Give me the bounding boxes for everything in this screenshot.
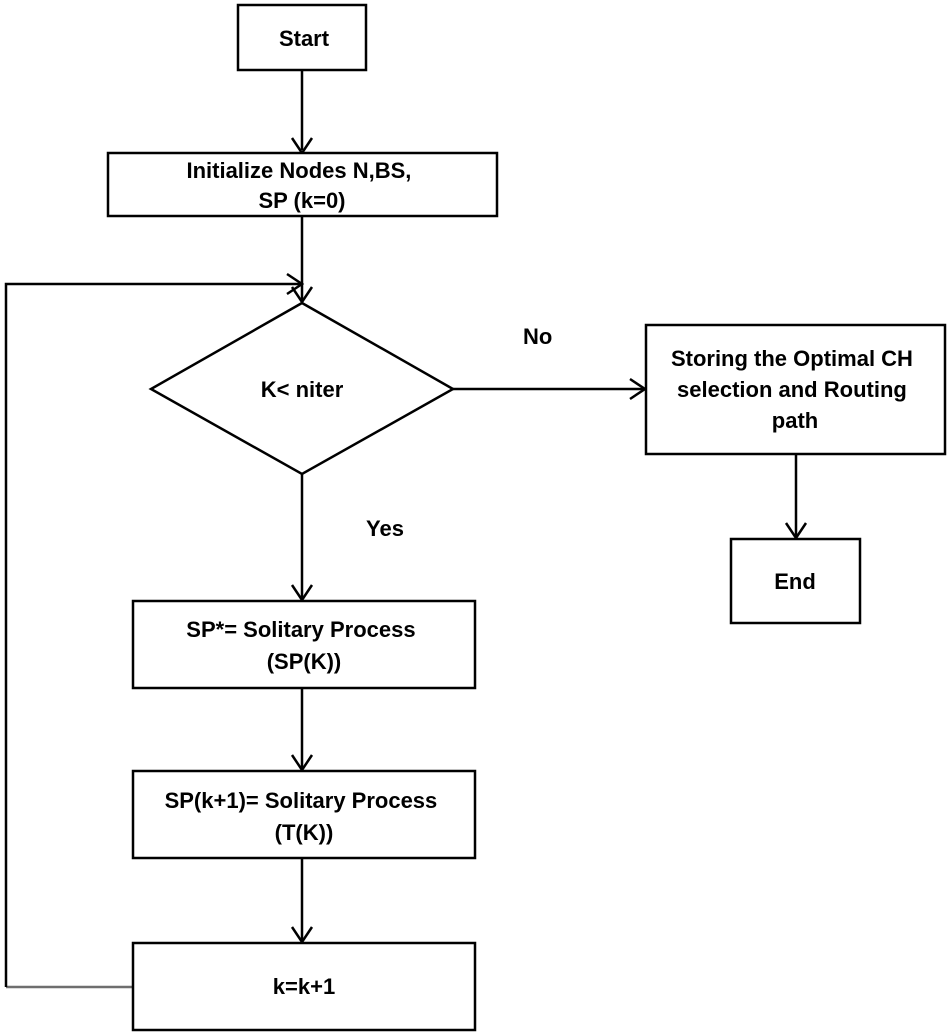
node-end: End [729, 537, 862, 625]
svg-text:Storing the Optimal CH s: Storing the Optimal CH selection and Rou… [671, 346, 919, 433]
node-solitary2: SP(k+1)= Solitary Process (T(K)) [131, 769, 477, 860]
svg-text:K< niter: K< niter [261, 377, 344, 402]
node-solitary2-line-2: (T(K)) [275, 820, 334, 845]
node-store-line-3: path [772, 408, 818, 433]
svg-text:k=k+1: k=k+1 [273, 974, 335, 999]
node-init: Initialize Nodes N,BS, SP (k=0) [106, 151, 499, 218]
edge-loop-back [4, 282, 300, 987]
svg-text:Start: Start [279, 26, 330, 51]
node-start-line-1: Start [279, 26, 330, 51]
node-init-line-2: SP (k=0) [258, 188, 345, 213]
arrowhead-loop-back [286, 272, 305, 296]
svg-text:SP*= Solitary Process (S: SP*= Solitary Process (SP(K)) [186, 617, 421, 674]
node-decision-line-1: K< niter [261, 377, 344, 402]
svg-text:SP(k+1)= Solitary Process: SP(k+1)= Solitary Process (T(K)) [165, 788, 444, 845]
node-store-line-1: Storing the Optimal CH [671, 346, 913, 371]
node-solitary1-line-2: (SP(K)) [267, 649, 342, 674]
node-store: Storing the Optimal CH selection and Rou… [644, 323, 947, 456]
node-decision: K< niter [148, 301, 456, 476]
node-end-line-1: End [774, 569, 816, 594]
node-increment-line-1: k=k+1 [273, 974, 335, 999]
node-solitary1-line-1: SP*= Solitary Process [186, 617, 415, 642]
edge-label-no: No [523, 324, 552, 349]
svg-text:Initialize Nodes N,BS, S: Initialize Nodes N,BS, SP (k=0) [186, 158, 417, 213]
edge-label-yes: Yes [366, 516, 404, 541]
node-solitary1: SP*= Solitary Process (SP(K)) [131, 599, 477, 690]
node-start: Start [236, 3, 368, 72]
svg-text:End: End [774, 569, 816, 594]
node-store-line-2: selection and Routing [677, 377, 907, 402]
node-solitary2-line-1: SP(k+1)= Solitary Process [165, 788, 438, 813]
node-init-line-1: Initialize Nodes N,BS, [186, 158, 411, 183]
node-increment: k=k+1 [131, 941, 477, 1032]
